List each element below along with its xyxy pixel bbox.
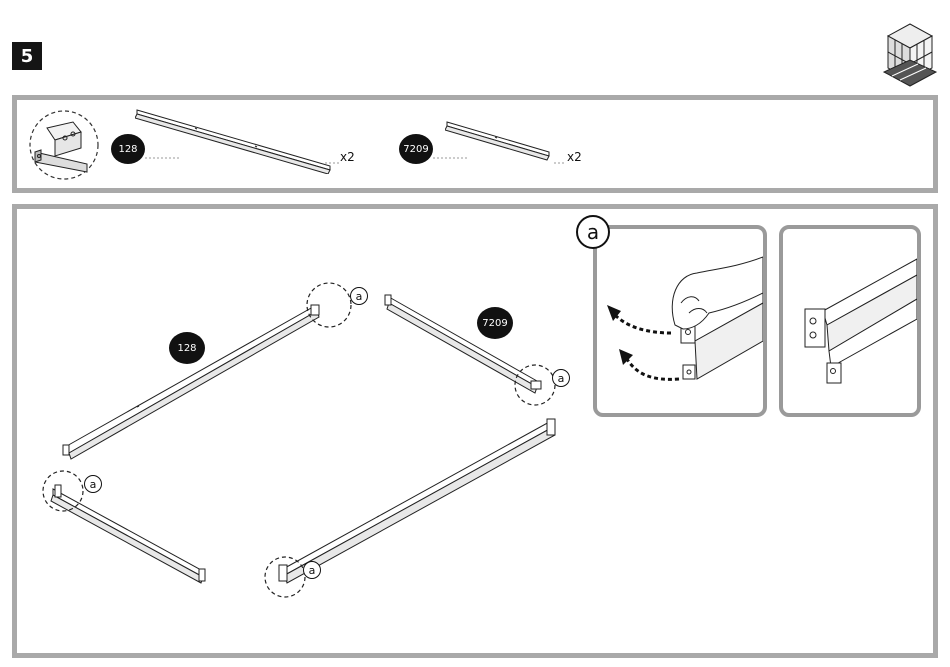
parts-list-panel: 128 x2 7209 x2 <box>12 95 938 193</box>
greenhouse-icon <box>880 14 940 90</box>
rail-label-128: 128 <box>169 332 205 364</box>
assembly-panel: 128 7209 a a a a <box>12 204 938 658</box>
qty-leader-line <box>554 160 566 166</box>
detail-callout-a: a <box>576 215 610 249</box>
callout-a: a <box>350 287 368 305</box>
rail-label-7209: 7209 <box>477 307 513 339</box>
callout-a: a <box>84 475 102 493</box>
part-rail-7209 <box>445 120 555 162</box>
qty-leader-line <box>325 160 339 166</box>
part-badge-7209: 7209 <box>399 134 433 164</box>
step-number: 5 <box>12 42 42 70</box>
detail-box-assembled <box>779 225 921 417</box>
detail-box-insert <box>593 225 767 417</box>
callout-a: a <box>552 369 570 387</box>
joint-magnifier <box>27 108 101 182</box>
detail-insert-illustration <box>597 229 763 413</box>
part-quantity-128: x2 <box>340 150 355 164</box>
callout-a: a <box>303 561 321 579</box>
detail-assembled-illustration <box>783 229 917 413</box>
part-rail-128 <box>135 108 345 174</box>
part-quantity-7209: x2 <box>567 150 582 164</box>
